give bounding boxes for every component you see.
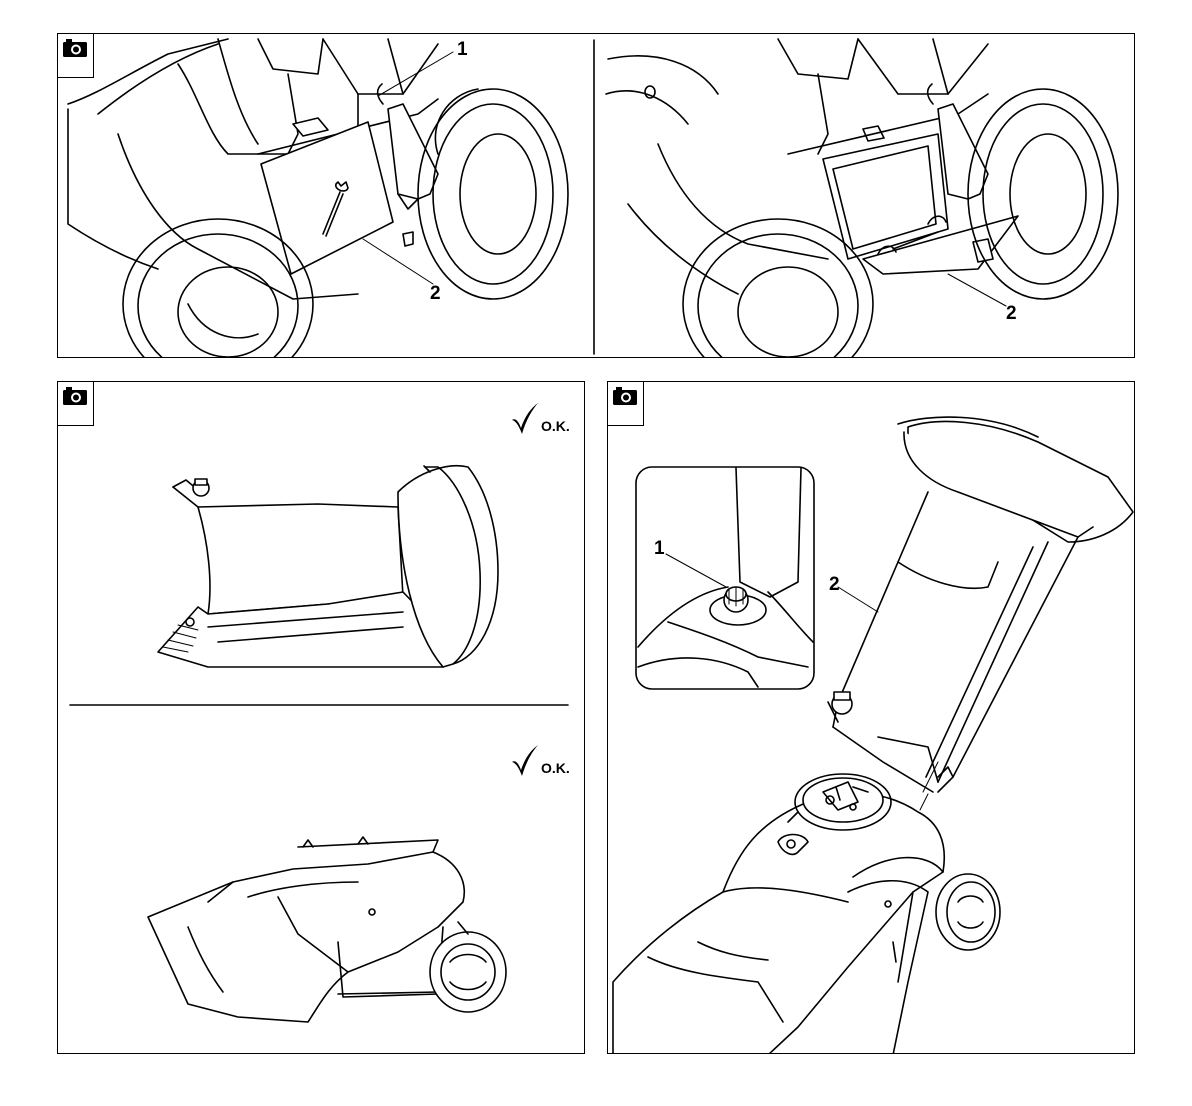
- callout-label-1: 1: [457, 40, 468, 59]
- callout-label-2: 2: [430, 284, 441, 303]
- hopper-side-view: [158, 466, 498, 667]
- shredder-open-cover-view: [606, 39, 1118, 358]
- knob-detail-inset: [636, 467, 814, 689]
- check-mark-icon: [510, 744, 540, 778]
- ok-label-top: O.K.: [541, 418, 570, 434]
- ok-indicator-top: O.K.: [510, 402, 570, 436]
- figure-panel-bottom-left: O.K. O.K.: [57, 381, 585, 1054]
- figure-panel-bottom-right: 1 2: [607, 381, 1135, 1054]
- bottom-left-drawing: [58, 382, 585, 1054]
- ok-label-bottom: O.K.: [541, 760, 570, 776]
- figure-panel-top: 1 2 2: [57, 33, 1135, 358]
- shredder-assembled-side-view: [148, 837, 506, 1022]
- bottom-right-drawing: [608, 382, 1135, 1054]
- hopper-raised: [828, 417, 1133, 810]
- check-mark-icon: [510, 402, 540, 436]
- shredder-closed-cover-view: [68, 39, 568, 358]
- top-panel-drawing: [58, 34, 1135, 358]
- callout-label-2-right: 2: [1006, 304, 1017, 323]
- callout-label-2: 2: [829, 575, 840, 594]
- ok-indicator-bottom: O.K.: [510, 744, 570, 778]
- callout-label-1: 1: [654, 539, 665, 558]
- shredder-body-open: [613, 774, 1000, 1054]
